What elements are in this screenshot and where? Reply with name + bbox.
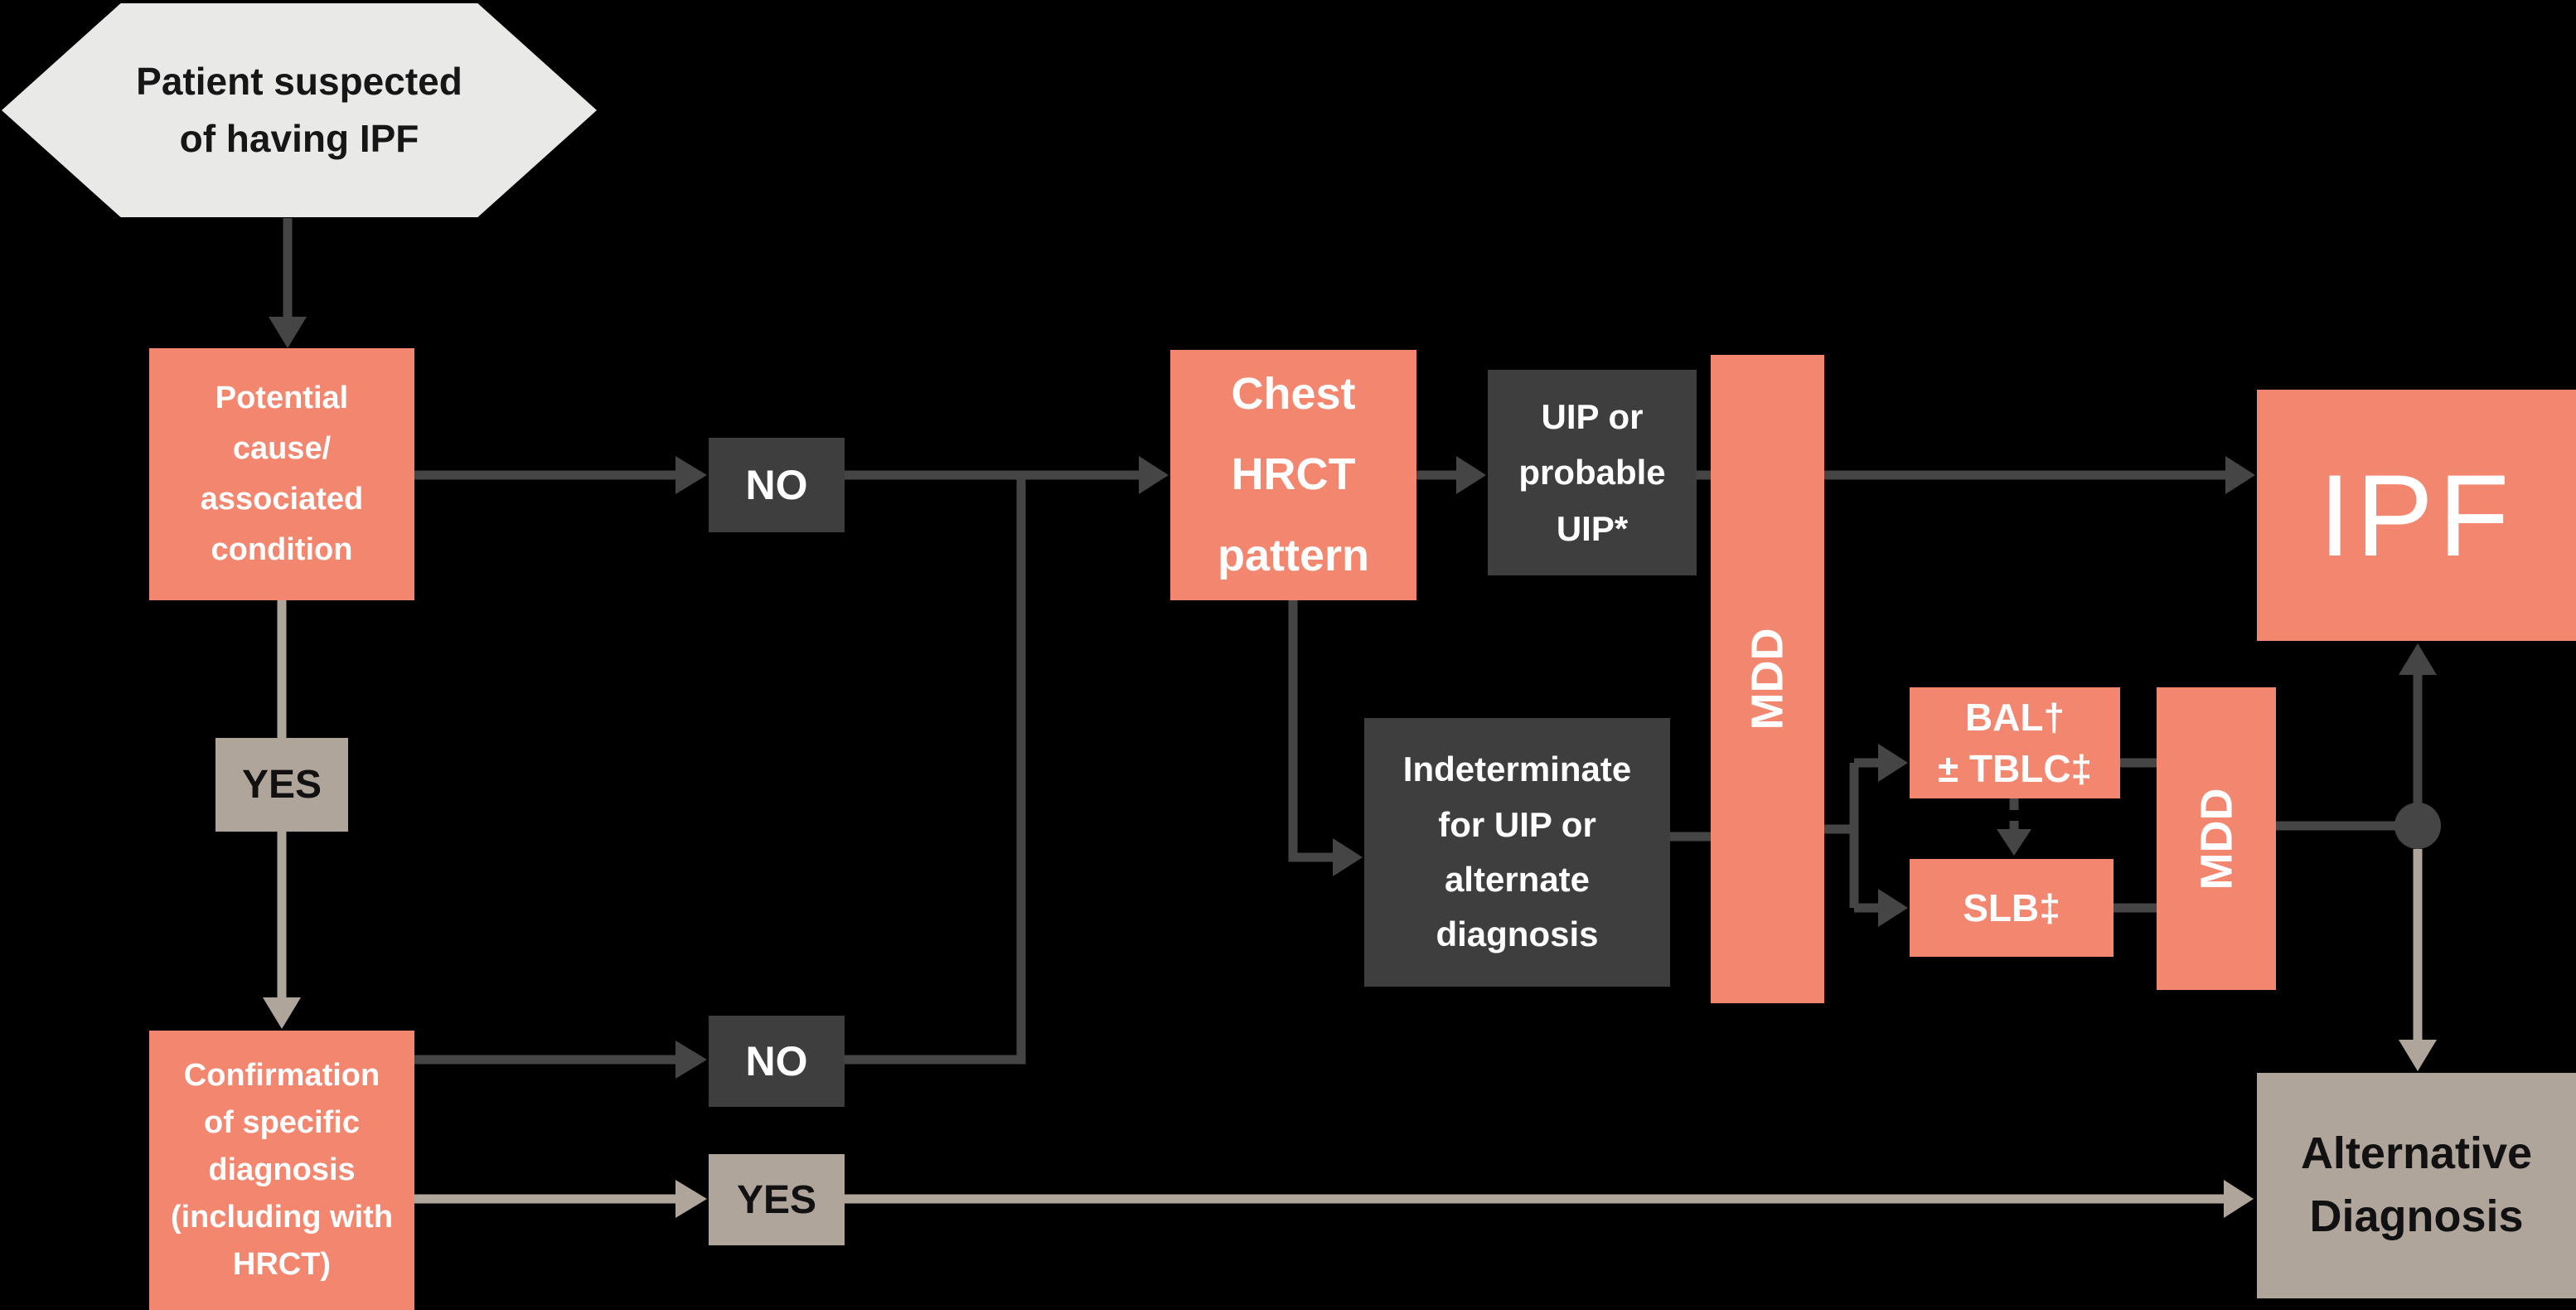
mdd1-box: MDD: [1711, 355, 1824, 1003]
mdd1-label: MDD: [1742, 628, 1793, 730]
start-label: Patient suspected of having IPF: [136, 60, 462, 160]
edge-confirmation-to-yes2: [414, 1180, 707, 1218]
edge-no1-to-chest-hrct: [845, 456, 1169, 494]
yes1-label: YES: [241, 763, 322, 807]
edge-bal-to-slb-dashed: [1997, 798, 2031, 856]
no1-box: NO: [709, 438, 845, 532]
alternative-diagnosis-box: Alternative Diagnosis: [2257, 1073, 2576, 1298]
yes2-box: YES: [709, 1154, 845, 1245]
no2-label: NO: [745, 1038, 808, 1084]
edge-yes1-to-confirmation: [263, 832, 301, 1029]
indeterminate-box: Indeterminate for UIP or alternate diagn…: [1364, 718, 1670, 987]
mdd2-box: MDD: [2157, 687, 2276, 990]
yes1-box: YES: [215, 738, 348, 832]
uip-probable-box: UIP or probable UIP*: [1488, 370, 1697, 575]
ipf-label: IPF: [2318, 449, 2515, 580]
ipf-box: IPF: [2257, 390, 2576, 641]
confirmation-box: Confirmation of specific diagnosis (incl…: [149, 1031, 414, 1310]
edge-confirmation-to-no2: [414, 1041, 707, 1079]
edge-junction-to-alternative-diagnosis: [2399, 849, 2437, 1071]
slb-box: SLB‡: [1910, 859, 2114, 957]
potential-cause-box: Potential cause/ associated condition: [149, 348, 414, 600]
edge-mdd1-to-ipf: [1824, 456, 2255, 494]
edge-no2-join-line: [845, 475, 1026, 1065]
bal-tblc-box: BAL† ± TBLC‡: [1910, 687, 2120, 798]
chest-hrct-label: Chest HRCT pattern: [1217, 369, 1369, 580]
edge-yes2-to-alternative-diagnosis: [845, 1180, 2254, 1218]
uip-probable-label: UIP or probable UIP*: [1518, 397, 1666, 548]
indeterminate-label: Indeterminate for UIP or alternate diagn…: [1402, 750, 1632, 954]
edge-mdd1-to-biopsy-split: [1824, 744, 1908, 927]
bal-tblc-label: BAL† ± TBLC‡: [1937, 695, 2093, 790]
mdd2-label: MDD: [2191, 788, 2241, 890]
no2-box: NO: [709, 1016, 845, 1107]
edge-junction-to-ipf: [2399, 643, 2437, 826]
start-hexagon: Patient suspected of having IPF: [2, 3, 597, 217]
alternative-diagnosis-label: Alternative Diagnosis: [2300, 1128, 2533, 1241]
edge-chest-hrct-to-indeterminate: [1288, 600, 1363, 876]
confirmation-label: Confirmation of specific diagnosis (incl…: [170, 1058, 394, 1282]
edge-chest-hrct-to-uip: [1416, 456, 1486, 494]
potential-cause-label: Potential cause/ associated condition: [200, 381, 364, 567]
edge-potential-cause-to-no1: [414, 456, 707, 494]
yes2-label: YES: [736, 1177, 817, 1222]
chest-hrct-box: Chest HRCT pattern: [1170, 350, 1416, 600]
slb-label: SLB‡: [1963, 886, 2060, 929]
no1-label: NO: [745, 462, 808, 508]
junction-dot: [2394, 803, 2441, 849]
edge-start-to-potential-cause: [269, 218, 307, 348]
